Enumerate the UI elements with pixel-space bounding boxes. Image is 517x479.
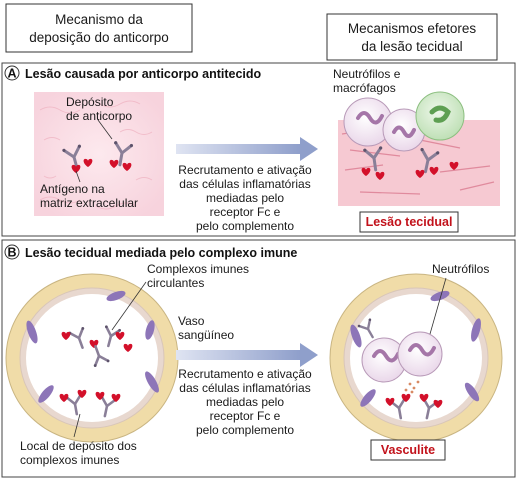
deposit-pointer <box>97 119 113 140</box>
vessel-label-line1: Vaso <box>178 314 205 328</box>
mechanism-a-line1: Recrutamento e ativação <box>178 163 312 177</box>
antigen-label-line1: Antígeno na <box>40 182 105 196</box>
header-left-line2: deposição do anticorpo <box>29 30 169 45</box>
complexes-label-line1: Complexos imunes <box>147 262 249 276</box>
site-label-line1: Local de depósito dos <box>20 439 137 453</box>
neutrophils-pointer <box>429 277 447 335</box>
mechanism-b-line1: Recrutamento e ativação <box>178 367 312 381</box>
result-b-box <box>370 439 446 461</box>
arrow-b <box>176 343 318 367</box>
mechanism-a-line4: receptor Fc e <box>210 205 281 219</box>
section-b-letter-circle <box>4 244 20 260</box>
antigen-label-line2: matriz extracelular <box>40 196 138 210</box>
arrow-a <box>176 137 318 161</box>
extracellular-matrix-panel <box>34 92 164 216</box>
header-left-line1: Mecanismo da <box>55 12 143 27</box>
mechanism-b-line4: receptor Fc e <box>210 409 281 423</box>
neutrophil-b2 <box>397 331 443 377</box>
section-a: A Lesão causada por anticorpo antitecido… <box>1 62 516 237</box>
complexes-pointer <box>111 281 147 331</box>
mechanism-b-line5: pelo complemento <box>196 423 294 437</box>
neutrophil-b1 <box>361 337 407 383</box>
macrophage-a <box>415 91 465 141</box>
header-right-line2: da lesão tecidual <box>361 39 462 54</box>
cells-label-line2: macrófagos <box>333 81 396 95</box>
complexes-label-line2: circulantes <box>147 276 204 290</box>
endothelial-cells-right <box>350 290 481 407</box>
neutrophils-label: Neutrófilos <box>432 262 489 276</box>
matrix-fibers <box>39 100 153 210</box>
result-a-label: Lesão tecidual <box>366 215 453 229</box>
antigen-pointer <box>75 170 81 183</box>
cells-label-line1: Neutrófilos e <box>333 67 401 81</box>
vessel-label-line2: sangüíneo <box>178 328 234 342</box>
header-left: Mecanismo da deposição do anticorpo <box>5 3 193 53</box>
mechanism-a-line3: mediadas pelo <box>206 191 284 205</box>
mechanism-a-line2: das células inflamatórias <box>179 177 310 191</box>
section-a-letter: A <box>7 67 16 81</box>
mechanism-b-line3: mediadas pelo <box>206 395 284 409</box>
section-b: B Lesão tecidual mediada pelo complexo i… <box>1 239 516 478</box>
neutrophil-a1 <box>343 97 393 147</box>
header-right: Mecanismos efetores da lesão tecidual <box>326 13 498 61</box>
site-pointer <box>73 413 81 438</box>
section-b-title: Lesão tecidual mediada pelo complexo imu… <box>25 246 297 260</box>
endothelial-cells-left <box>26 290 159 403</box>
deposit-label-line2: de anticorpo <box>66 109 132 123</box>
section-a-title: Lesão causada por anticorpo antitecido <box>25 67 262 81</box>
section-a-letter-circle <box>4 65 20 81</box>
result-b-label: Vasculite <box>381 443 435 457</box>
vessel-left <box>5 273 179 443</box>
header-right-line1: Mecanismos efetores <box>348 21 477 36</box>
mechanism-a-line5: pelo complemento <box>196 219 294 233</box>
section-b-letter: B <box>7 246 16 260</box>
site-label-line2: complexos imunes <box>20 453 119 467</box>
mechanism-b-line2: das células inflamatórias <box>179 381 310 395</box>
deposit-label-line1: Depósito <box>66 95 114 109</box>
result-a-box <box>359 211 459 233</box>
granule-dots <box>404 380 420 394</box>
